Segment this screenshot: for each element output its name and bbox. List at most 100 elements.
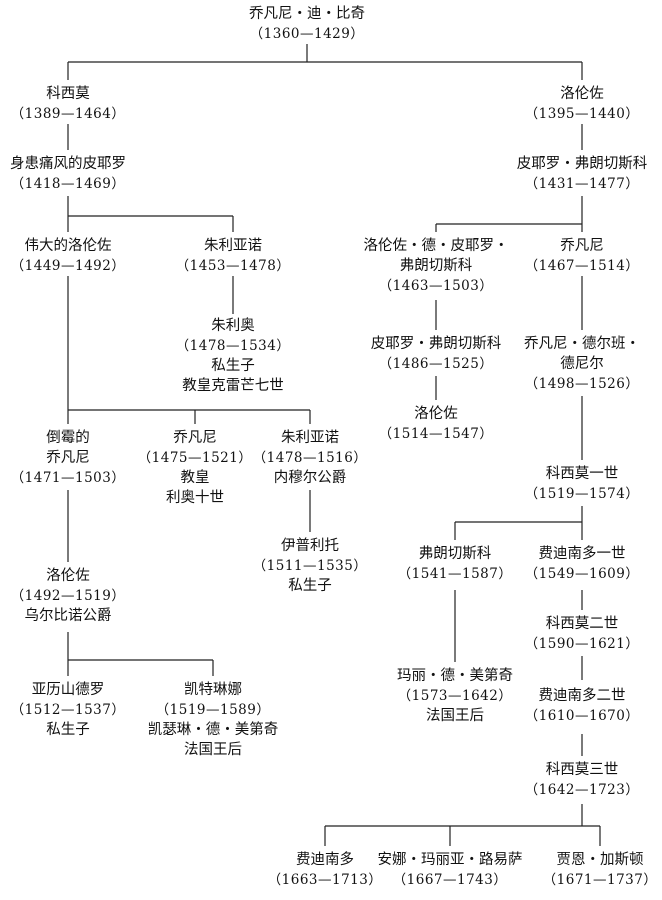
person-dates: （1514—1547） [378,426,494,442]
person-dates: （1519—1574） [524,486,640,502]
person-dates: （1498—1526） [524,376,640,392]
person-dates: （1512—1537） [10,702,126,718]
person-piero-unfortunate: 倒霉的 乔凡尼 （1471—1503） [0,428,188,488]
person-name: 科西莫一世 [545,466,619,482]
person-title: 乌尔比诺公爵 [24,608,112,624]
person-dates: （1478—1534） [175,338,291,354]
person-alessandro: 亚历山德罗 （1512—1537） 私生子 [0,680,188,740]
person-name: 洛伦佐・德・皮耶罗・ [363,238,509,254]
person-dates: （1463—1503） [378,278,494,294]
person-name: 朱利奥 [211,318,255,334]
person-cosimo-i: 科西莫一世 （1519—1574） [462,464,662,504]
person-name: 洛伦佐 [560,86,604,102]
person-title: 内穆尔公爵 [273,470,347,486]
person-ferdinando-i: 费迪南多一世 （1549—1609） [462,544,662,584]
person-name: 凯特琳娜 [184,682,242,698]
person-giovanni-popolano: 乔凡尼 （1467—1514） [462,236,662,276]
person-lorenzo-popolano: 洛伦佐・德・皮耶罗・ 弗朗切斯科 （1463—1503） [316,236,556,296]
person-dates: （1478—1516） [252,450,368,466]
person-dates: （1667—1743） [392,872,508,888]
person-dates: （1467—1514） [524,258,640,274]
person-giulio: 朱利奥 （1478—1534） 私生子 教皇克雷芒七世 [113,316,353,396]
person-dates: （1486—1525） [378,356,494,372]
person-name: 朱利亚诺 [281,430,339,446]
person-title: 利奥十世 [166,490,224,506]
person-ferdinando-ii: 费迪南多二世 （1610—1670） [462,686,662,726]
person-title: 法国王后 [426,708,484,724]
person-lorenzo-elder: 洛伦佐 （1395—1440） [462,84,662,124]
person-dates: （1519—1589） [155,702,271,718]
person-title: 法国王后 [184,742,242,758]
person-name: 科西莫二世 [545,616,619,632]
person-name: 倒霉的 [46,430,90,446]
person-title: 教皇克雷芒七世 [182,378,284,394]
person-cosimo-ii: 科西莫二世 （1590—1621） [462,614,662,654]
person-note: 教皇 [180,470,210,486]
person-dates: （1418—1469） [10,176,126,192]
person-name: 身患痛风的皮耶罗 [10,156,126,172]
person-francesco-i: 弗朗切斯科 （1541—1587） [335,544,575,584]
person-note: 私生子 [46,722,90,738]
person-dates: （1541—1587） [397,566,513,582]
person-giuliano-nemours: 朱利亚诺 （1478—1516） 内穆尔公爵 [190,428,430,488]
person-name: 伊普利托 [281,538,339,554]
person-name: 乔凡尼 [560,238,604,254]
person-note: 私生子 [211,358,255,374]
person-name: 费迪南多二世 [538,688,626,704]
person-name: 乔凡尼・迪・比奇 [249,6,365,22]
person-cosimo: 科西莫 （1389—1464） [0,84,188,124]
person-lorenzo-urbino: 洛伦佐 （1492—1519） 乌尔比诺公爵 [0,566,188,626]
person-name: 朱利亚诺 [204,238,262,254]
person-name: 安娜・玛丽亚・路易萨 [377,852,523,868]
person-dates: （1671—1737） [542,872,658,888]
person-dates: （1453—1478） [175,258,291,274]
person-name-cont: 德尼尔 [560,356,604,372]
person-name: 亚历山德罗 [31,682,105,698]
person-anna-maria-luisa: 安娜・玛丽亚・路易萨 （1667—1743） [330,850,570,890]
person-giovanni-leo-x: 乔凡尼 （1475—1521） 教皇 利奥十世 [75,428,315,508]
person-giovanni-di-bicci: 乔凡尼・迪・比奇 （1360—1429） [187,4,427,44]
person-dates: （1471—1503） [10,470,126,486]
person-dates: （1610—1670） [524,708,640,724]
person-name-alt: 凯瑟琳・德・美第奇 [147,722,279,738]
person-giuliano: 朱利亚诺 （1453—1478） [113,236,353,276]
person-name-cont: 乔凡尼 [46,450,90,466]
person-dates: （1573—1642） [397,688,513,704]
person-pierfrancesco-young: 皮耶罗・弗朗切斯科 （1486—1525） [316,334,556,374]
person-dates: （1475—1521） [137,450,253,466]
person-name: 乔凡尼 [173,430,217,446]
person-ferdinando: 费迪南多 （1663—1713） [205,850,445,890]
person-name: 乔凡尼・德尔班・ [524,336,640,352]
person-dates: （1431—1477） [524,176,640,192]
person-name: 费迪南多 [296,852,354,868]
person-name: 洛伦佐 [46,568,90,584]
person-name: 皮耶罗・弗朗切斯科 [370,336,502,352]
person-dates: （1395—1440） [524,106,640,122]
person-dates: （1360—1429） [249,26,365,42]
person-maria-de-medici: 玛丽・德・美第奇 （1573—1642） 法国王后 [335,666,575,726]
person-dates: （1492—1519） [10,588,126,604]
person-name: 洛伦佐 [414,406,458,422]
person-dates: （1642—1723） [524,782,640,798]
person-name: 科西莫 [46,86,90,102]
person-dates: （1449—1492） [10,258,126,274]
person-dates: （1511—1535） [252,558,368,574]
person-pierfrancesco: 皮耶罗・弗朗切斯科 （1431—1477） [462,154,662,194]
person-name: 弗朗切斯科 [418,546,492,562]
person-name: 科西莫三世 [545,762,619,778]
person-name: 皮耶罗・弗朗切斯科 [516,156,648,172]
person-name-cont: 弗朗切斯科 [399,258,473,274]
person-note: 私生子 [288,578,332,594]
person-caterina: 凯特琳娜 （1519—1589） 凯瑟琳・德・美第奇 法国王后 [93,680,333,760]
person-name: 费迪南多一世 [538,546,626,562]
person-name: 玛丽・德・美第奇 [397,668,513,684]
person-ippolito: 伊普利托 （1511—1535） 私生子 [190,536,430,596]
person-dates: （1549—1609） [524,566,640,582]
person-name: 伟大的洛伦佐 [24,238,112,254]
person-dates: （1590—1621） [524,636,640,652]
person-gian-gastone: 贾恩・加斯顿 （1671—1737） [480,850,662,890]
person-dates: （1663—1713） [267,872,383,888]
person-piero-gouty: 身患痛风的皮耶罗 （1418—1469） [0,154,188,194]
person-lorenzino: 洛伦佐 （1514—1547） [316,404,556,444]
